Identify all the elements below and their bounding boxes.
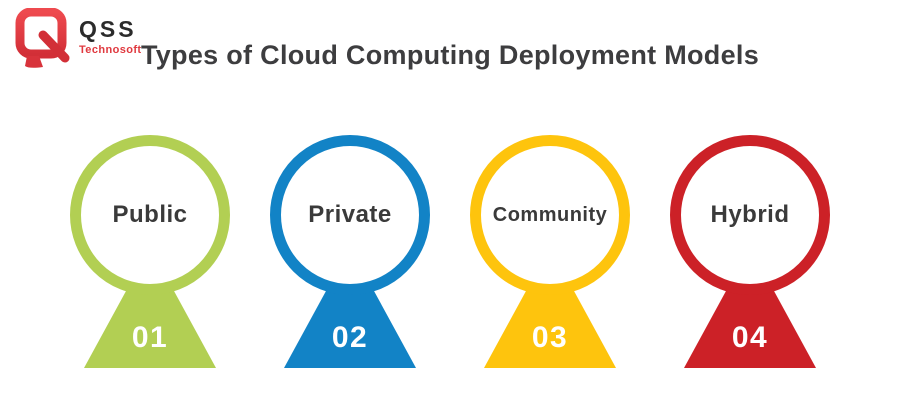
pin-label: Private: [308, 201, 392, 228]
deployment-pins-row: Public 01 Private 02 Community 03 H: [0, 135, 900, 371]
pin-shape: [670, 135, 830, 368]
logo-subtitle: Technosoft: [79, 44, 142, 56]
pin-number: 03: [531, 321, 569, 354]
deployment-pin-private: Private 02: [270, 135, 430, 371]
pin-shape: [270, 135, 430, 368]
pin-triangle: [484, 247, 616, 368]
qss-logo-mark-icon: [15, 8, 70, 68]
page-title: Types of Cloud Computing Deployment Mode…: [140, 40, 760, 70]
pin-circle: [270, 135, 430, 295]
pin-number: 02: [331, 321, 369, 354]
pin-label: Hybrid: [710, 201, 790, 228]
qss-logo: QSS Technosoft: [14, 8, 141, 68]
pin-triangle: [84, 247, 216, 368]
pin-number: 01: [131, 321, 169, 354]
deployment-pin-community: Community 03: [470, 135, 630, 371]
logo-name: QSS: [79, 16, 137, 42]
pin-shape: [70, 135, 230, 368]
pin-circle: [670, 135, 830, 295]
pin-triangle: [684, 247, 816, 368]
pin-label: Public: [112, 201, 188, 228]
deployment-pin-public: Public 01: [70, 135, 230, 371]
pin-shape: [470, 135, 630, 368]
qss-logo-text: QSS Technosoft: [79, 8, 141, 56]
pin-circle: [70, 135, 230, 295]
pin-circle: [470, 135, 630, 295]
pin-label: Community: [492, 203, 608, 226]
deployment-pin-hybrid: Hybrid 04: [670, 135, 830, 371]
pin-triangle: [284, 247, 416, 368]
pin-number: 04: [731, 321, 769, 354]
